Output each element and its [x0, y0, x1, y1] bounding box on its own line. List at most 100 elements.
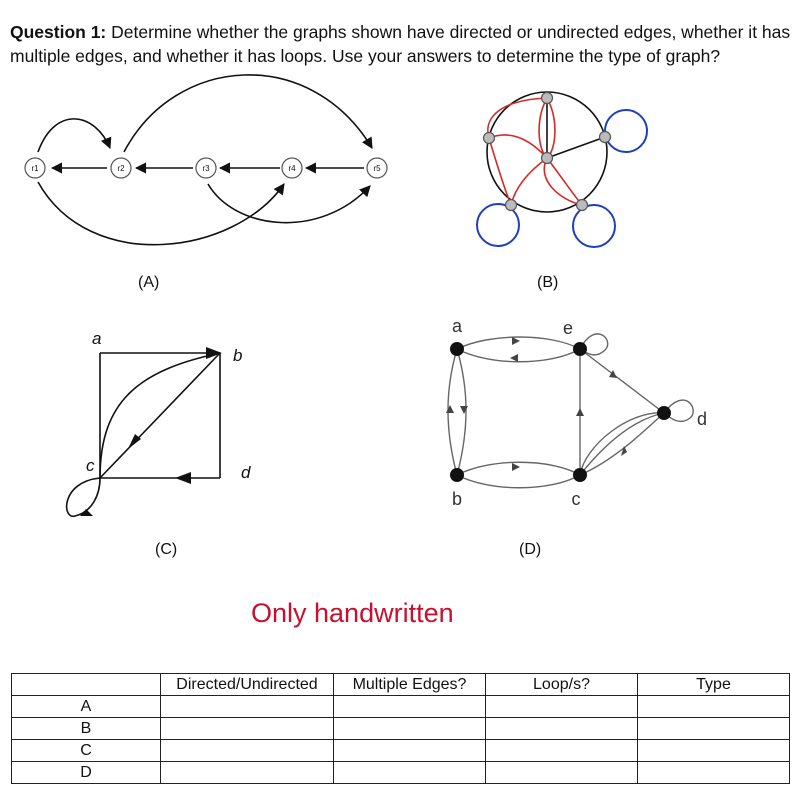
table-row: C: [11, 739, 790, 762]
arrow-head: [512, 337, 520, 345]
loop-e: [579, 333, 609, 356]
table-row: B: [11, 717, 790, 740]
red-edge: [543, 157, 583, 206]
black-edge: [546, 136, 606, 159]
caption-d: (D): [519, 541, 542, 558]
edge-a-e: [456, 336, 581, 350]
node: [540, 151, 554, 165]
node-label-d: d: [241, 463, 251, 482]
answer-cell[interactable]: [160, 695, 334, 718]
handwritten-note: Only handwritten: [251, 598, 454, 628]
caption-c: (C): [155, 541, 178, 558]
row-label: A: [11, 695, 161, 718]
edge-c-b-curved: [99, 352, 221, 479]
answer-cell[interactable]: [637, 739, 790, 762]
arrow-head: [510, 354, 518, 362]
edge-c-d: [579, 412, 665, 476]
node-r1: [24, 157, 46, 179]
edge-a-e: [456, 348, 581, 363]
answer-cell[interactable]: [485, 717, 638, 740]
node-label-b: b: [452, 489, 462, 509]
edge-r1-r4-lower: [37, 181, 285, 246]
node-label-r2: r2: [117, 164, 125, 173]
node-label-b: b: [233, 346, 242, 365]
row-label: D: [11, 761, 161, 784]
answer-cell[interactable]: [333, 717, 486, 740]
edge-b-c: [456, 474, 581, 489]
node-r2: [110, 157, 132, 179]
answer-cell[interactable]: [485, 739, 638, 762]
answer-cell[interactable]: [485, 695, 638, 718]
node-a: [450, 342, 464, 356]
answer-cell[interactable]: [637, 695, 790, 718]
arrow-head: [512, 463, 520, 471]
answer-cell[interactable]: [333, 739, 486, 762]
table-header: Type: [637, 673, 790, 696]
answer-table: Directed/Undirected Multiple Edges? Loop…: [11, 673, 790, 784]
question-text: Question 1: Determine whether the graphs…: [10, 20, 802, 68]
answer-cell[interactable]: [485, 761, 638, 784]
node: [504, 198, 518, 212]
answer-cell[interactable]: [160, 739, 334, 762]
edge-b-c: [456, 461, 581, 476]
node-label-a: a: [92, 329, 101, 348]
row-label: C: [11, 739, 161, 762]
blue-loop: [476, 203, 520, 247]
table-header: Multiple Edges?: [333, 673, 486, 696]
node-b: [450, 468, 464, 482]
edge-r3-r5-lower: [207, 183, 371, 224]
table-row: D: [11, 761, 790, 784]
table-row: A: [11, 695, 790, 718]
edge-r1-r2-upper: [37, 118, 112, 153]
arrow-head: [621, 446, 627, 456]
arrow-head: [446, 405, 454, 413]
answer-cell[interactable]: [333, 695, 486, 718]
edge-e-d: [579, 348, 665, 414]
table-header: Loop/s?: [485, 673, 638, 696]
node-c: [573, 468, 587, 482]
node: [575, 198, 589, 212]
edge-c-d: [579, 412, 665, 476]
node-label-a: a: [452, 316, 463, 336]
caption-b: (B): [537, 274, 559, 291]
edge-r2-r5-upper: [123, 74, 373, 153]
arrow-head: [128, 434, 141, 449]
question-body: Determine whether the graphs shown have …: [10, 22, 791, 66]
arrow-head: [609, 370, 617, 378]
arrow-head: [206, 347, 222, 359]
node-label-d: d: [697, 409, 707, 429]
node: [598, 130, 612, 144]
node-label-e: e: [563, 318, 573, 338]
node-d: [657, 406, 671, 420]
node-label-c: c: [572, 489, 581, 509]
caption-a: (A): [138, 274, 160, 291]
answer-cell[interactable]: [160, 717, 334, 740]
table-header: [11, 673, 161, 696]
node-label-r3: r3: [202, 164, 210, 173]
answer-cell[interactable]: [637, 717, 790, 740]
answer-cell[interactable]: [160, 761, 334, 784]
table-header-row: Directed/Undirected Multiple Edges? Loop…: [11, 673, 790, 696]
loop-d: [663, 399, 694, 422]
node-label-r4: r4: [288, 164, 296, 173]
arrow-head: [460, 406, 468, 414]
node-r5: [366, 157, 388, 179]
node-r4: [281, 157, 303, 179]
edge-a-b: [456, 348, 467, 476]
node-e: [573, 342, 587, 356]
answer-cell[interactable]: [333, 761, 486, 784]
answer-cell[interactable]: [637, 761, 790, 784]
node-label-r5: r5: [373, 164, 381, 173]
node: [540, 91, 554, 105]
arrow-head: [80, 509, 93, 516]
edge-c-b: [99, 352, 221, 479]
question-label: Question 1:: [10, 22, 107, 42]
node: [482, 131, 496, 145]
row-label: B: [11, 717, 161, 740]
node-label-c: c: [86, 456, 95, 475]
table-header: Directed/Undirected: [160, 673, 334, 696]
